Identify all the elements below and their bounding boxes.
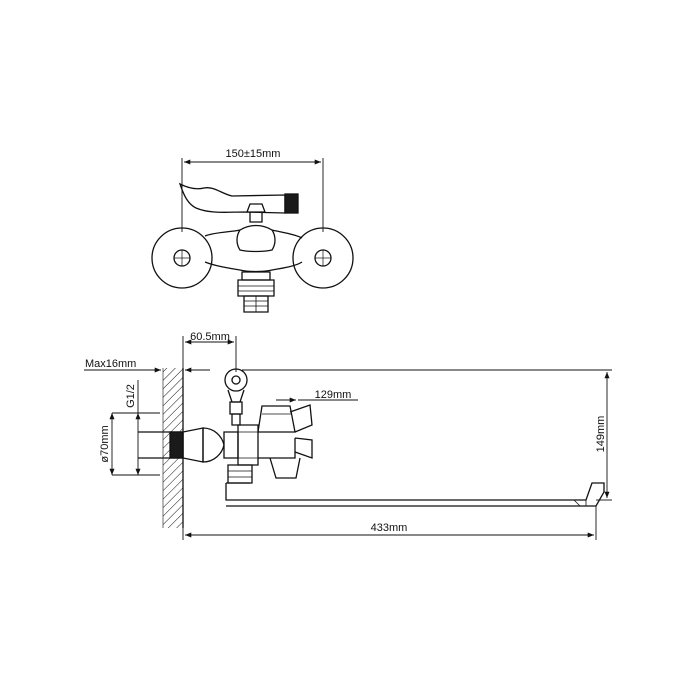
lower-nut: [227, 464, 253, 484]
label-center-distance: 150±15mm: [226, 148, 281, 160]
shower-holder-ring: [224, 368, 248, 392]
wall-flange: [182, 427, 204, 463]
mixer-body: [204, 224, 303, 239]
lever-dark-cap: [284, 193, 299, 214]
label-offset: 60.5mm: [190, 331, 230, 343]
label-height: 149mm: [595, 416, 607, 453]
label-flange-dia: ø70mm: [99, 425, 111, 462]
cross-handle: [257, 405, 296, 433]
label-thread: G1/2: [125, 384, 137, 408]
label-total-length: 433mm: [371, 522, 408, 534]
side-view: [84, 336, 612, 540]
mixer-body-side: [237, 424, 259, 466]
label-spout-reach: 129mm: [315, 389, 352, 401]
diverter-lever: [178, 182, 286, 214]
left-handle-disc: [151, 227, 213, 289]
wall-thread-dark: [169, 431, 184, 459]
shower-outlet-nut: [241, 271, 271, 281]
top-view: [151, 158, 354, 313]
spout: [225, 482, 605, 507]
escutcheon: [202, 427, 225, 463]
right-handle-disc: [292, 227, 354, 289]
label-max-wall: Max16mm: [85, 358, 136, 370]
